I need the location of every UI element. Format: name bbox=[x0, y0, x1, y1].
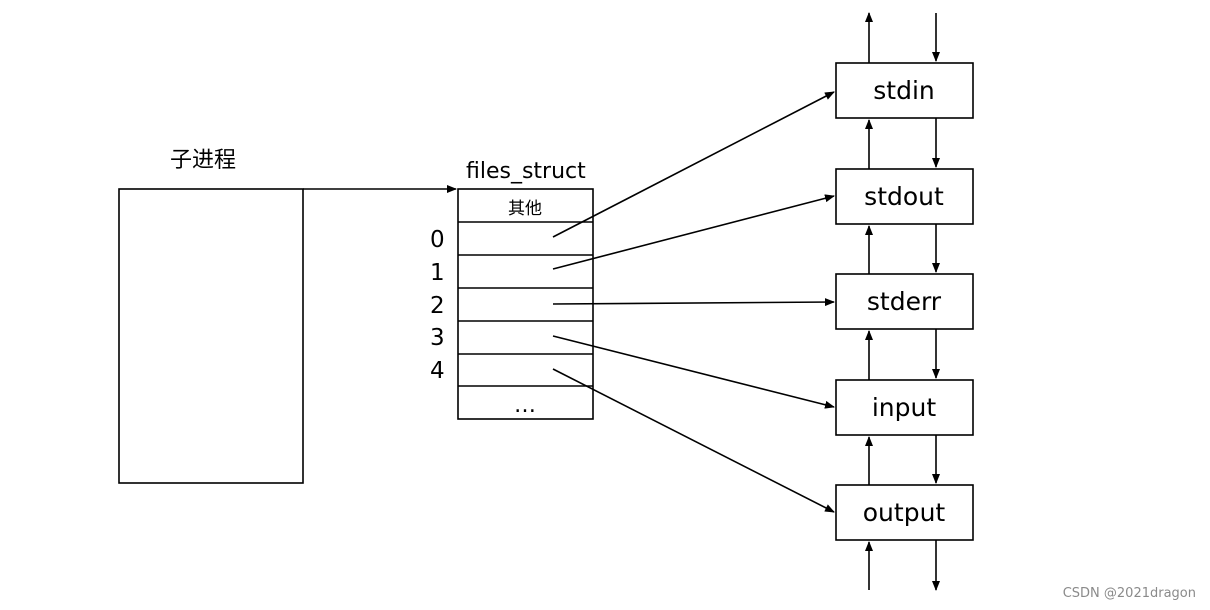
fd1-pointer-arrow bbox=[552, 194, 835, 270]
stream-label-stdin: stdin bbox=[873, 76, 935, 105]
fd-index-3: 3 bbox=[430, 325, 445, 351]
stream-label-stderr: stderr bbox=[867, 287, 942, 316]
stream-label-input: input bbox=[872, 393, 937, 422]
process-box bbox=[118, 188, 304, 484]
fd-index-2: 2 bbox=[430, 293, 445, 319]
fd3-pointer-arrow bbox=[552, 335, 835, 409]
fd2-pointer-arrow bbox=[552, 298, 835, 307]
fd-index-0: 0 bbox=[430, 227, 445, 253]
table-header-cell: 其他 bbox=[508, 199, 542, 219]
stream-box-stdin bbox=[835, 62, 974, 119]
fd0-pointer-arrow bbox=[552, 91, 835, 238]
table-more-cell: … bbox=[514, 393, 536, 418]
stream-box-input bbox=[835, 379, 974, 436]
process-label: 子进程 bbox=[170, 148, 236, 173]
stream-box-stdout bbox=[835, 168, 974, 225]
stream-box-stderr bbox=[835, 273, 974, 330]
table-title: files_struct bbox=[466, 159, 586, 184]
stream-label-output: output bbox=[863, 498, 946, 527]
watermark: CSDN @2021dragon bbox=[1063, 586, 1196, 601]
fd-index-4: 4 bbox=[430, 358, 445, 384]
stream-box-output bbox=[835, 484, 974, 541]
fd-index-1: 1 bbox=[430, 260, 445, 286]
fd4-pointer-arrow bbox=[552, 368, 835, 513]
stream-label-stdout: stdout bbox=[864, 182, 944, 211]
vertical-chain-arrows bbox=[865, 12, 940, 591]
